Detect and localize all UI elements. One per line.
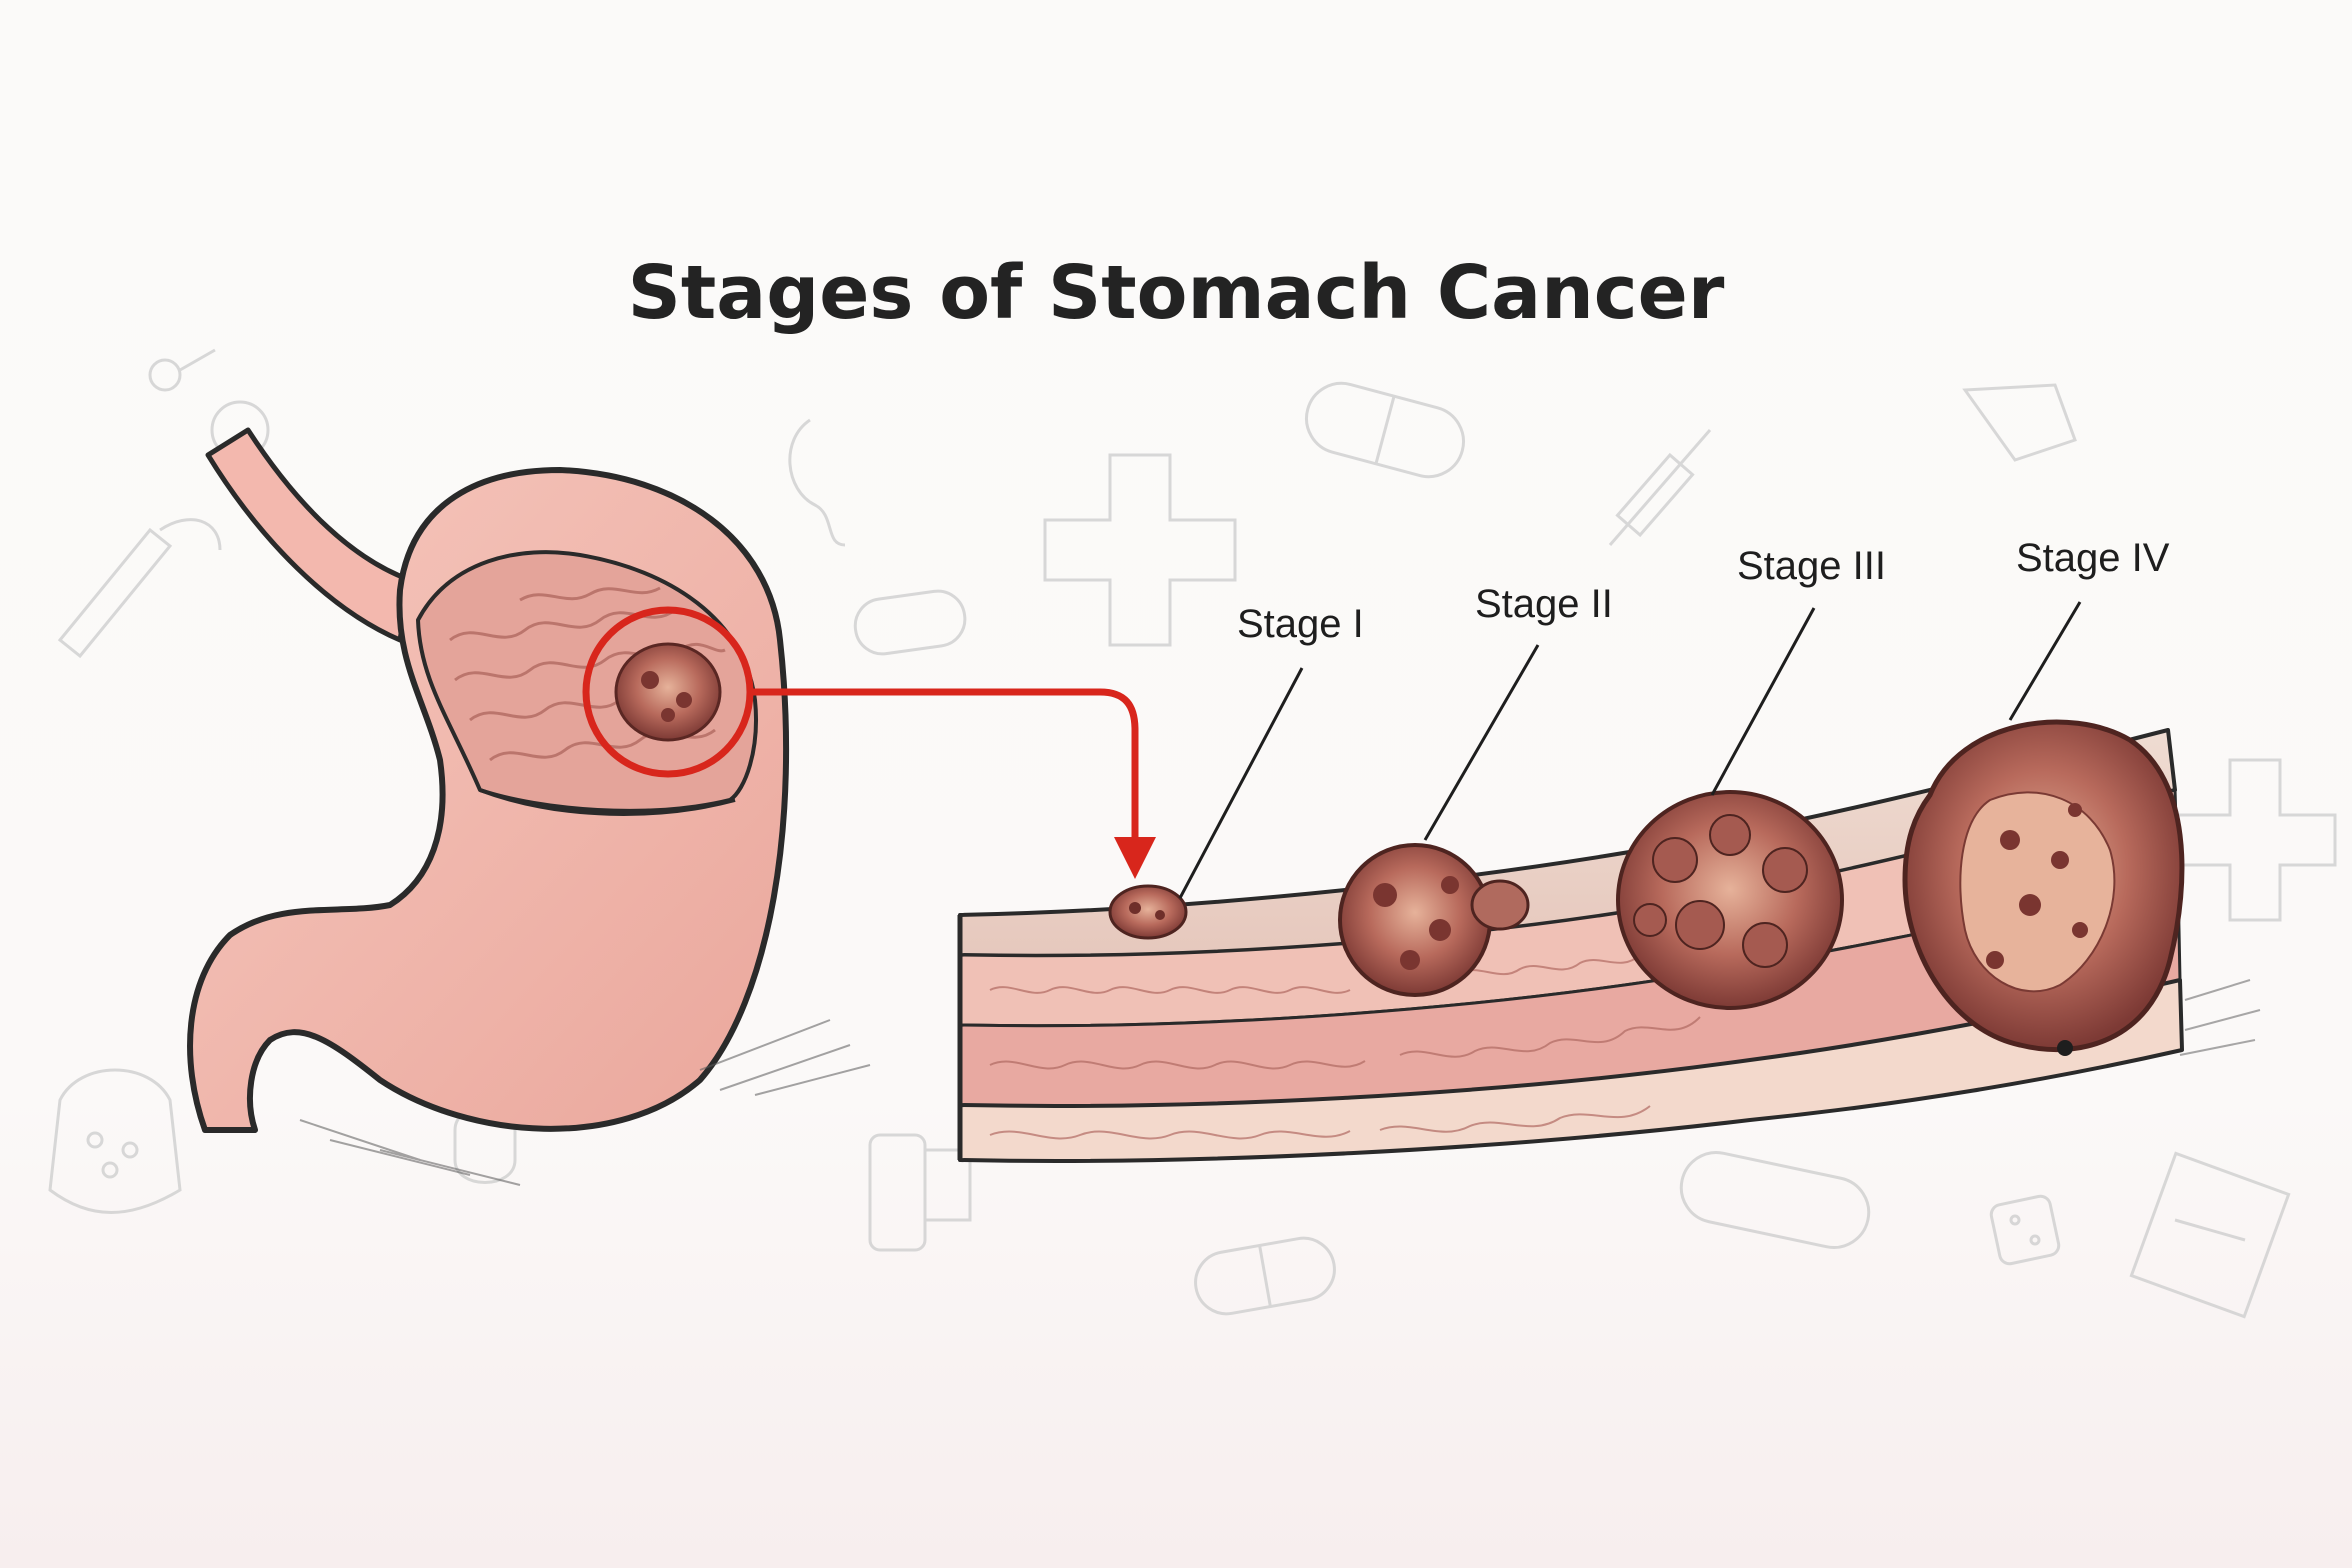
- stage-1-tumor: [1108, 884, 1188, 940]
- stage-2-tumor: [1338, 843, 1530, 997]
- esophagus: [205, 427, 413, 643]
- bottle-icon: [868, 1133, 972, 1252]
- pill-icon: [853, 589, 967, 656]
- stage-4-leader-line: [2008, 601, 2082, 721]
- diagram-title: Stages of Stomach Cancer: [627, 250, 1725, 336]
- ear-icon: [788, 418, 846, 547]
- pill-icon: [1305, 381, 1465, 479]
- tissue-shading: [2179, 979, 2261, 1056]
- syringe-icon: [1608, 429, 1712, 546]
- stage-3-label: Stage III: [1737, 544, 1886, 588]
- document-icon: [2129, 1151, 2291, 1319]
- stage-2-label: Stage II: [1475, 582, 1613, 626]
- stage-3-tumor: [1616, 790, 1844, 1010]
- stomach-rim: [479, 788, 736, 816]
- stomach-shading: [299, 1019, 871, 1186]
- stomach-illustration: [187, 427, 871, 1186]
- dice-icon: [1989, 1194, 2061, 1266]
- primary-tumor: [614, 642, 722, 742]
- bag-icon: [48, 1068, 182, 1214]
- stage-1-leader-line: [1178, 667, 1304, 899]
- stage-2-leader-line: [1423, 644, 1540, 841]
- stage-1-label: Stage I: [1237, 602, 1364, 646]
- pill-icon: [1194, 1236, 1336, 1316]
- test-tube-icon: [57, 518, 222, 659]
- tumor-highlight-circle: [582, 606, 754, 778]
- pill-icon: [1679, 1151, 1871, 1249]
- stage-4-label: Stage IV: [2016, 536, 2170, 580]
- medical-cross-icon: [1043, 453, 1237, 647]
- background-doodles: [48, 348, 2337, 1319]
- tissue-serosa-layer: [958, 978, 2184, 1163]
- medical-cross-icon: [2173, 758, 2337, 922]
- stage-leader-lines: [1178, 601, 2082, 899]
- stage-3-leader-line: [1710, 607, 1816, 796]
- tag-icon: [1962, 383, 2077, 462]
- connector-arrow: [752, 688, 1156, 879]
- stage-4-tumor: [1902, 719, 2185, 1056]
